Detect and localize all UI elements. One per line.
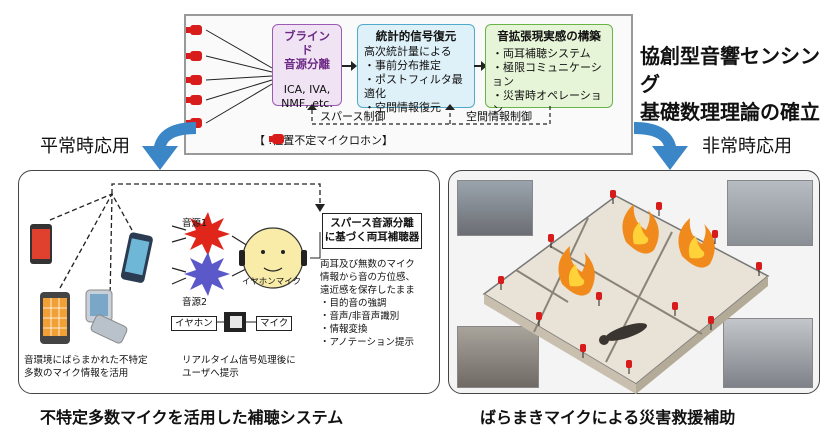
desc-line: ・情報変換 bbox=[320, 324, 368, 335]
mic-icon bbox=[269, 134, 284, 144]
bottom-left-line2: 多数のマイク情報を活用 bbox=[24, 368, 129, 379]
arrow-icon bbox=[474, 61, 487, 71]
feedback-arrows bbox=[307, 104, 551, 125]
mic-icon bbox=[712, 230, 718, 244]
desc-line: 両耳及び無数のマイク bbox=[320, 259, 415, 270]
blind-separation-methods: ICA, IVA, NMF, etc. bbox=[281, 83, 333, 110]
mic-fan-diagram bbox=[186, 25, 281, 128]
desc-line: 情報から音の方位感、 bbox=[320, 272, 416, 283]
audio-ar-box: 音拡張現実感の構築 ・両耳補聴システム ・極限コミュニケーション ・災害時オペレ… bbox=[485, 24, 613, 116]
normal-use-label: 平常時応用 bbox=[40, 136, 130, 157]
spatial-control-label: 空間情報制御 bbox=[466, 110, 532, 123]
earphone-mic-label: イヤホンマイク bbox=[242, 277, 302, 287]
sound-source-1-icon bbox=[184, 212, 230, 256]
fire-icon bbox=[558, 246, 595, 296]
box3-line: ・両耳補聴システム bbox=[492, 47, 591, 60]
mic-icon bbox=[596, 292, 602, 306]
victim-icon bbox=[599, 323, 648, 345]
bottom-left-note: 音環境にばらまかれた不特定 多数のマイク情報を活用 bbox=[24, 354, 148, 380]
mic-icon bbox=[186, 25, 202, 35]
fire-icon bbox=[622, 204, 659, 254]
desc-line: ・目的音の強調 bbox=[320, 298, 387, 309]
desc-line: ・音声/非音声識別 bbox=[320, 311, 400, 322]
box2-line: ・ポストフィルタ最適化 bbox=[364, 73, 463, 100]
disaster-photo bbox=[723, 318, 813, 388]
hearing-aid-panel bbox=[18, 170, 440, 394]
smartphone-icon bbox=[120, 232, 153, 283]
desc-line: ・アノテーション提示 bbox=[320, 337, 414, 348]
mic-icon bbox=[756, 262, 762, 276]
bottom-mid-note: リアルタイム信号処理後に ユーザへ提示 bbox=[182, 354, 296, 380]
mic-icon bbox=[672, 302, 678, 316]
flip-phone-icon bbox=[85, 289, 128, 344]
left-curve-arrow bbox=[142, 122, 196, 170]
disaster-photo bbox=[727, 180, 813, 246]
statistical-restoration-box: 統計的信号復元 高次統計量による ・事前分布推定 ・ポストフィルタ最適化 ・空間… bbox=[357, 24, 475, 114]
main-title: 協創型音響センシング 基礎数理理論の確立 bbox=[640, 42, 837, 126]
arrow-icon bbox=[342, 61, 357, 71]
box2-line: 高次統計量による bbox=[364, 45, 452, 58]
source1-label: 音源1 bbox=[182, 218, 208, 229]
source2-label: 音源2 bbox=[182, 297, 208, 308]
hearing-aid-description: 両耳及び無数のマイク 情報から音の方位感、 遠近感を保存したまま ・目的音の強調… bbox=[320, 258, 436, 349]
legend-text: 【 :位置不定マイクロホン】 bbox=[254, 134, 393, 147]
box3-line: ・極限コミュニケーション bbox=[492, 61, 602, 88]
earphone-label: イヤホン bbox=[171, 316, 217, 331]
fire-icon bbox=[678, 218, 715, 268]
main-title-line2: 基礎数理理論の確立 bbox=[640, 100, 820, 124]
smartphone-icon bbox=[30, 224, 52, 264]
mic-icon bbox=[626, 360, 632, 374]
sparse-box-line1: スパース音源分離 bbox=[330, 217, 414, 229]
main-title-line1: 協創型音響センシング bbox=[640, 44, 820, 96]
sparse-control-label: スパース制御 bbox=[320, 110, 386, 123]
smartphone-icon bbox=[40, 292, 70, 344]
bottom-left-line1: 音環境にばらまかれた不特定 bbox=[24, 355, 148, 366]
mic-icon bbox=[186, 95, 202, 105]
scattered-mics bbox=[498, 190, 762, 374]
earphone-mic-device-icon bbox=[206, 312, 264, 332]
hearing-aid-diagram bbox=[30, 183, 325, 344]
disaster-photo bbox=[457, 180, 533, 236]
sound-source-2-icon bbox=[184, 252, 230, 296]
mic-icon bbox=[580, 344, 586, 358]
box2-line: ・事前分布推定 bbox=[364, 59, 441, 72]
desc-line: 遠近感を保存したまま bbox=[320, 285, 415, 296]
mic-icon bbox=[708, 316, 714, 330]
bottom-mid-line2: ユーザへ提示 bbox=[182, 368, 239, 379]
hearing-aid-caption: 不特定多数マイクを活用した補聴システム bbox=[40, 408, 344, 427]
listener-head-icon bbox=[239, 227, 307, 289]
building-floorplan bbox=[482, 190, 770, 394]
sparse-hearing-aid-box: スパース音源分離 に基づく両耳補聴器 bbox=[322, 213, 422, 249]
disaster-caption: ばらまきマイクによる災害救援補助 bbox=[480, 408, 736, 427]
blind-separation-box: ブラインド 音源分離 ICA, IVA, NMF, etc. bbox=[272, 24, 342, 110]
mic-icon bbox=[186, 75, 202, 85]
mic-icon bbox=[656, 202, 662, 216]
blind-separation-title: ブラインド 音源分離 bbox=[284, 29, 330, 71]
box2-line: ・空間情報復元 bbox=[364, 101, 441, 114]
emergency-use-label: 非常時応用 bbox=[702, 136, 792, 157]
mic-label: マイク bbox=[256, 316, 293, 331]
mic-icon bbox=[548, 234, 554, 248]
mic-icon bbox=[498, 276, 504, 290]
statistical-restoration-title: 統計的信号復元 bbox=[375, 29, 457, 43]
sparse-box-line2: に基づく両耳補聴器 bbox=[324, 231, 420, 243]
audio-ar-title: 音拡張現実感の構築 bbox=[497, 29, 601, 43]
disaster-photo bbox=[457, 326, 539, 388]
box3-line: ・災害時オペレーション bbox=[492, 89, 602, 116]
right-curve-arrow bbox=[634, 122, 688, 170]
mic-icon bbox=[610, 190, 616, 204]
mic-icon bbox=[186, 51, 202, 61]
bottom-mid-line1: リアルタイム信号処理後に bbox=[182, 355, 296, 366]
mic-icon bbox=[536, 312, 542, 326]
